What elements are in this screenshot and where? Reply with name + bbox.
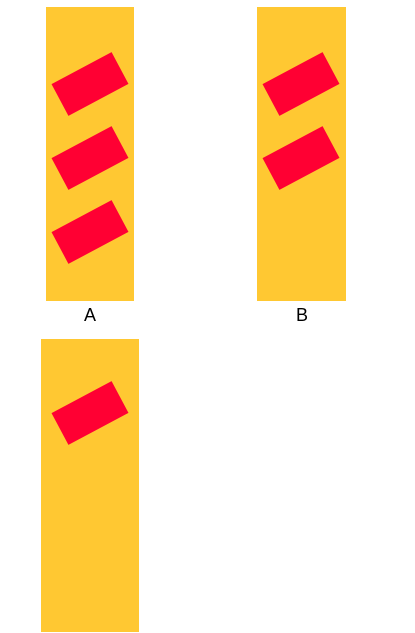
red-stripe-a-2: [51, 126, 129, 190]
flag-panel-a: [46, 7, 134, 301]
red-stripe-c-1: [51, 381, 129, 445]
red-stripe-b-1: [262, 52, 340, 116]
red-stripe-a-3: [51, 200, 129, 264]
red-stripe-a-1: [51, 52, 129, 116]
flag-panel-c: [41, 339, 139, 632]
flag-panel-b: [257, 7, 346, 301]
figure-label-b: B: [295, 305, 308, 325]
red-stripe-b-2: [262, 126, 340, 190]
figure-label-a: A: [83, 305, 96, 325]
